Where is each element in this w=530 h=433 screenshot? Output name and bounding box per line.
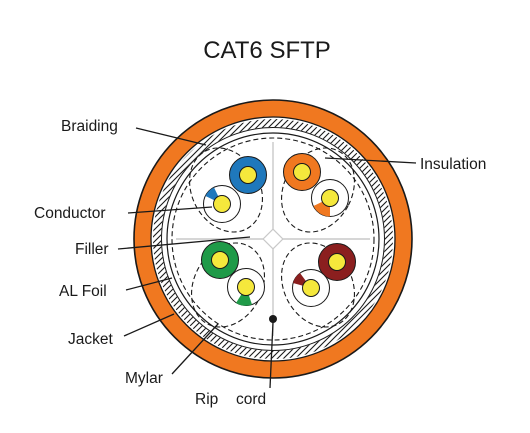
- brown-pair: [292, 243, 356, 307]
- orange-conductor: [293, 163, 311, 181]
- blue-pair: [203, 156, 267, 223]
- label-insulation: Insulation: [420, 156, 486, 173]
- green-conductor: [211, 251, 229, 269]
- label-conductor: Conductor: [34, 205, 106, 222]
- label-braiding: Braiding: [61, 118, 118, 135]
- green-stripe: [236, 287, 252, 306]
- blue-conductor: [239, 166, 257, 184]
- label-filler: Filler: [75, 241, 109, 258]
- label-cord: cord: [236, 391, 266, 408]
- white-brown-conductor: [302, 279, 320, 297]
- label-al-foil: AL Foil: [59, 283, 107, 300]
- diagram-title: CAT6 SFTP: [203, 37, 331, 64]
- mylar-ring: [171, 137, 375, 341]
- braiding-inner-edge: [161, 127, 385, 351]
- leader-lines: [117, 127, 417, 389]
- al-foil-ring: [166, 132, 380, 346]
- label-rip: Rip: [195, 391, 218, 408]
- brown-conductor: [328, 253, 346, 271]
- filler-center: [262, 228, 284, 250]
- label-mylar: Mylar: [125, 370, 163, 387]
- white-blue-conductor: [213, 195, 231, 213]
- green-pair: [201, 241, 265, 306]
- white-orange-conductor: [321, 189, 339, 207]
- rip-cord: [269, 315, 277, 323]
- orange-pair: [283, 153, 349, 217]
- label-jacket: Jacket: [68, 331, 113, 348]
- white-green-conductor: [237, 278, 255, 296]
- braiding-ring: [153, 119, 393, 359]
